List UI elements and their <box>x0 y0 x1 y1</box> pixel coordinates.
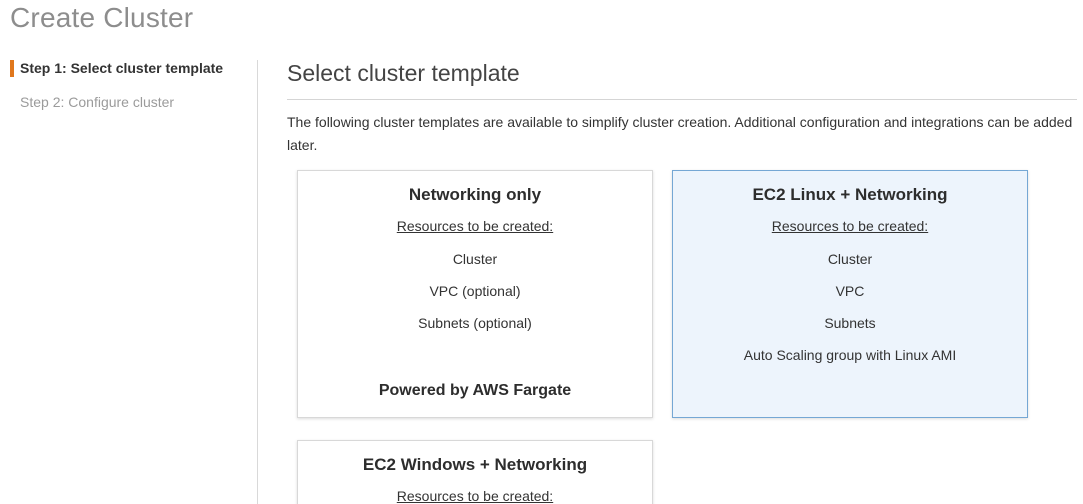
card-resources-label: Resources to be created: <box>396 218 554 234</box>
card-resource-item: Subnets (optional) <box>418 315 532 331</box>
card-title: EC2 Windows + Networking <box>362 455 588 474</box>
section-description: The following cluster templates are avai… <box>287 114 1073 153</box>
card-resource-item: VPC <box>835 283 865 299</box>
wizard-steps-sidebar: Step 1: Select cluster template Step 2: … <box>0 60 257 128</box>
sidebar-divider <box>257 60 258 504</box>
card-resources-label: Resources to be created: <box>771 218 929 234</box>
sidebar-step-1-select-cluster-template[interactable]: Step 1: Select cluster template <box>10 60 257 77</box>
card-resources-label: Resources to be created: <box>396 488 554 504</box>
heading-rule <box>287 99 1077 100</box>
template-card-networking-only[interactable]: Networking only Resources to be created:… <box>297 170 653 418</box>
template-card-ec2-windows-networking[interactable]: EC2 Windows + Networking Resources to be… <box>297 440 653 504</box>
card-footer-fargate: Powered by AWS Fargate <box>378 382 572 399</box>
card-resource-item: Cluster <box>452 251 498 267</box>
card-resource-item: Auto Scaling group with Linux AMI <box>743 347 957 363</box>
card-title: Networking only <box>408 185 542 204</box>
main-content: Select cluster template The following cl… <box>287 60 1077 157</box>
card-title: EC2 Linux + Networking <box>752 185 948 204</box>
card-resource-item: VPC (optional) <box>429 283 521 299</box>
card-resource-item: Subnets <box>824 315 876 331</box>
section-heading: Select cluster template <box>287 60 520 86</box>
template-card-ec2-linux-networking[interactable]: EC2 Linux + Networking Resources to be c… <box>672 170 1028 418</box>
sidebar-step-2-configure-cluster[interactable]: Step 2: Configure cluster <box>20 94 175 110</box>
page-title: Create Cluster <box>10 2 194 33</box>
card-resource-item: Cluster <box>827 251 873 267</box>
